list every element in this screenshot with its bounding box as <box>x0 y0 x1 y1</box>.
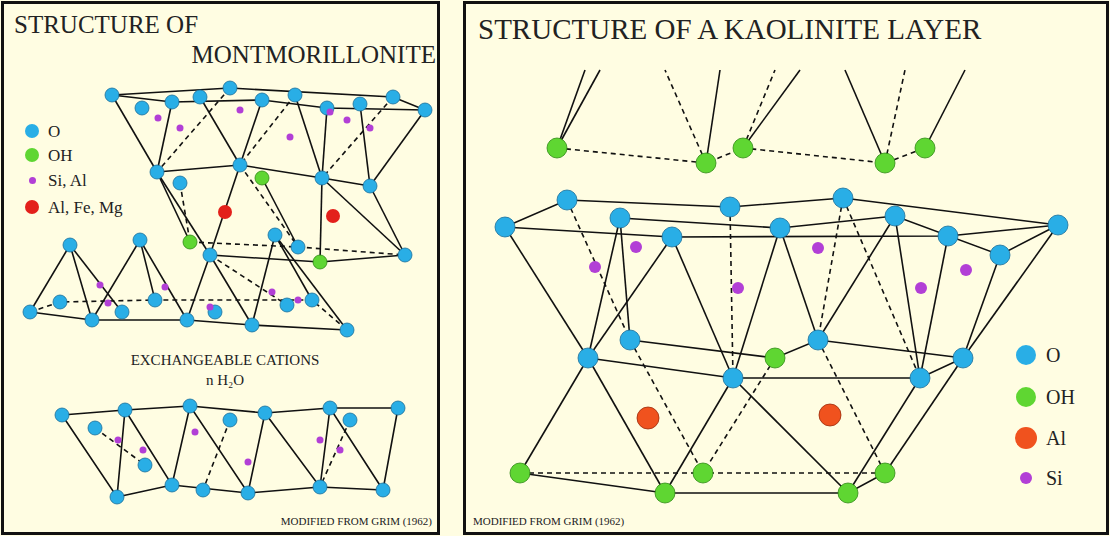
legend-swatch <box>1016 387 1036 407</box>
panel-title: STRUCTURE OF A KAOLINITE LAYER <box>478 12 981 46</box>
legend-swatch <box>1016 345 1036 365</box>
legend-swatch <box>1015 427 1037 449</box>
legend-swatch <box>25 148 39 162</box>
legend-swatch <box>25 200 39 214</box>
legend-swatch <box>1020 472 1032 484</box>
legend-text: Si <box>1046 468 1063 488</box>
legend-text: OH <box>1046 387 1075 407</box>
legend-text: Al, Fe, Mg <box>48 199 123 216</box>
legend-swatch <box>29 177 36 184</box>
panel-title: STRUCTURE OF MONTMORILLONITE <box>14 10 436 70</box>
source-credit: MODIFIED FROM GRIM (1962) <box>473 515 624 527</box>
water-label: n H₂O <box>206 372 244 389</box>
layer-label: EXCHANGEABLE CATIONS <box>131 352 320 369</box>
diagram-panel: STRUCTURE OF MONTMORILLONITE <box>1 1 440 535</box>
legend-swatch <box>25 124 39 138</box>
legend-text: OH <box>48 147 73 164</box>
legend-text: O <box>1046 345 1060 365</box>
diagram-panel: STRUCTURE OF A KAOLINITE LAYER <box>463 1 1109 535</box>
legend-text: Si, Al <box>48 172 87 189</box>
legend-text: Al <box>1046 428 1066 448</box>
legend-text: O <box>48 123 60 140</box>
source-credit: MODIFIED FROM GRIM (1962) <box>281 515 432 527</box>
